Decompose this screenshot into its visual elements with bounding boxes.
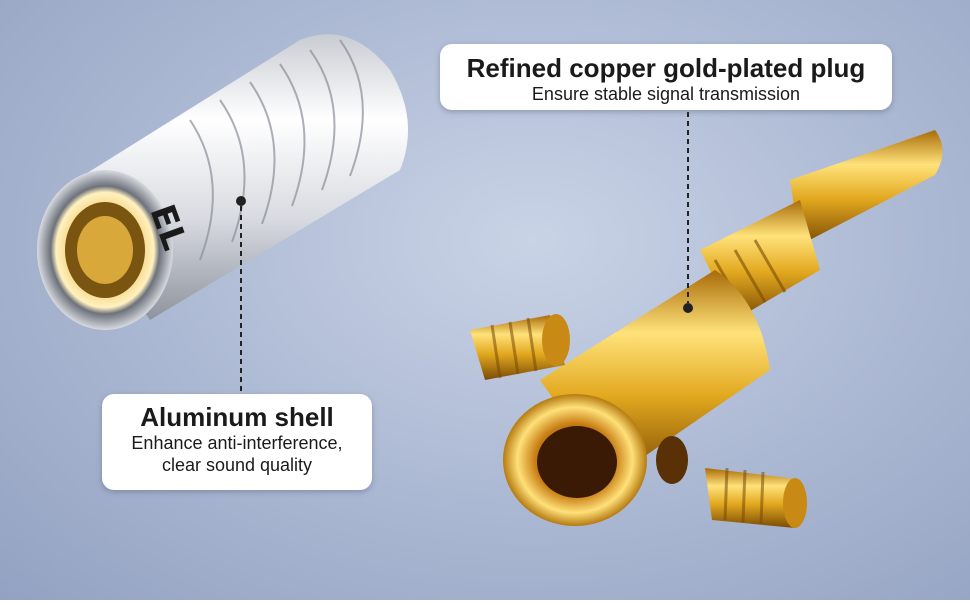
gold-banana-plug [503,112,943,526]
plug-pointer-dot [683,303,693,313]
shell-callout-title: Aluminum shell [140,402,334,432]
shell-callout-subtitle-line1: Enhance anti-interference, [131,433,343,453]
plug-callout: Refined copper gold-plated plug Ensure s… [440,44,892,110]
shell-callout-subtitle-line2: clear sound quality [161,455,313,475]
plug-callout-title: Refined copper gold-plated plug [466,53,866,83]
shell-callout: Aluminum shell Enhance anti-interference… [102,394,372,490]
set-screw-bottom [705,467,807,528]
plug-callout-subtitle: Ensure stable signal transmission [531,84,801,104]
aluminum-connector: EL [37,34,408,392]
shell-pointer-dot [236,196,246,206]
set-screw-top [470,314,570,380]
